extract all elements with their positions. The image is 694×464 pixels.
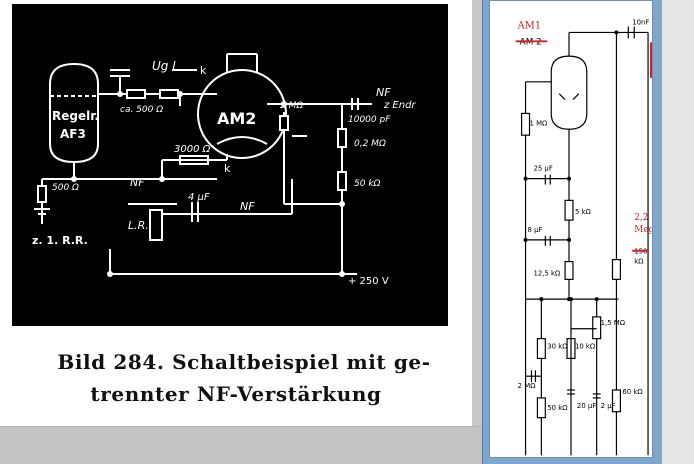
label-z-endr: z Endr: [383, 100, 416, 111]
label-c10000: 10000 pF: [348, 115, 391, 125]
schematic-am2-circuit: Ug L k NF z Endr Regelr. AF3 AM2 ca. 500…: [12, 4, 448, 326]
label-k-top: k: [200, 64, 207, 77]
label-am2: AM2: [217, 109, 256, 128]
label-r50k: 50 kΩ: [354, 179, 381, 189]
left-image-pane: Ug L k NF z Endr Regelr. AF3 AM2 ca. 500…: [0, 0, 472, 426]
label-r1m: 1 MΩ: [530, 119, 549, 127]
right-image-window: AM1 AM 2 10nF 1 MΩ 25 μF 5 kΩ 8 μF 12,5 …: [482, 0, 694, 464]
bottom-strip: [0, 426, 482, 464]
label-r60k: 60 kΩ: [622, 388, 643, 396]
label-c25uf: 25 μF: [533, 165, 552, 173]
label-af3: AF3: [60, 127, 86, 141]
figure-caption-line1: Bild 284. Schaltbeispiel mit ge-: [57, 350, 431, 374]
label-r50k: 50 kΩ: [547, 404, 568, 412]
label-k-mid: k: [224, 162, 231, 175]
figure-caption-line2: trennter NF-Verstärkung: [90, 382, 382, 406]
label-250v: + 250 V: [348, 276, 389, 287]
label-z1rr: z. 1. R.R.: [32, 234, 88, 247]
right-side-strip: [661, 0, 694, 464]
label-c20uf: 20 μF: [577, 402, 596, 410]
label-ugl: Ug L: [152, 59, 179, 73]
label-r22meg-b: Meg: [634, 225, 652, 235]
label-regelr: Regelr.: [52, 109, 99, 123]
label-r3000: 3000 Ω: [174, 144, 211, 155]
label-r22meg-a: 2,2: [634, 213, 648, 223]
schematic-am1-circuit: AM1 AM 2 10nF 1 MΩ 25 μF 5 kΩ 8 μF 12,5 …: [489, 0, 653, 458]
label-c4uf: 4 μF: [188, 192, 210, 203]
am1-tube-outline: [550, 55, 588, 130]
label-r500: 500 Ω: [52, 183, 79, 193]
label-nf-left: NF: [130, 176, 145, 189]
label-r30k: 30 kΩ: [547, 343, 568, 351]
label-r02m: 0,2 MΩ: [354, 139, 386, 149]
label-nf-top: NF: [376, 86, 391, 99]
label-r125k: 12,5 kΩ: [533, 269, 561, 277]
label-r2m: 2 MΩ: [280, 101, 303, 111]
label-c10nf: 10nF: [632, 19, 649, 27]
label-c2uf: 2 μF: [601, 402, 616, 410]
label-ca500: ca. 500 Ω: [120, 105, 163, 115]
label-nf-mid: NF: [240, 200, 255, 213]
label-c8uf: 8 μF: [528, 226, 543, 234]
label-r2m: 2 MΩ: [518, 382, 537, 390]
label-r5k: 5 kΩ: [575, 208, 592, 216]
label-lr: L.R.: [128, 219, 149, 232]
label-am1: AM1: [517, 20, 542, 31]
label-r15m: 1,5 MΩ: [601, 319, 626, 327]
am2-tube-outline: [197, 69, 287, 159]
label-r10k: 10 kΩ: [575, 343, 596, 351]
af3-tube-outline: [49, 62, 99, 164]
label-r150k-unit: kΩ: [634, 258, 644, 266]
